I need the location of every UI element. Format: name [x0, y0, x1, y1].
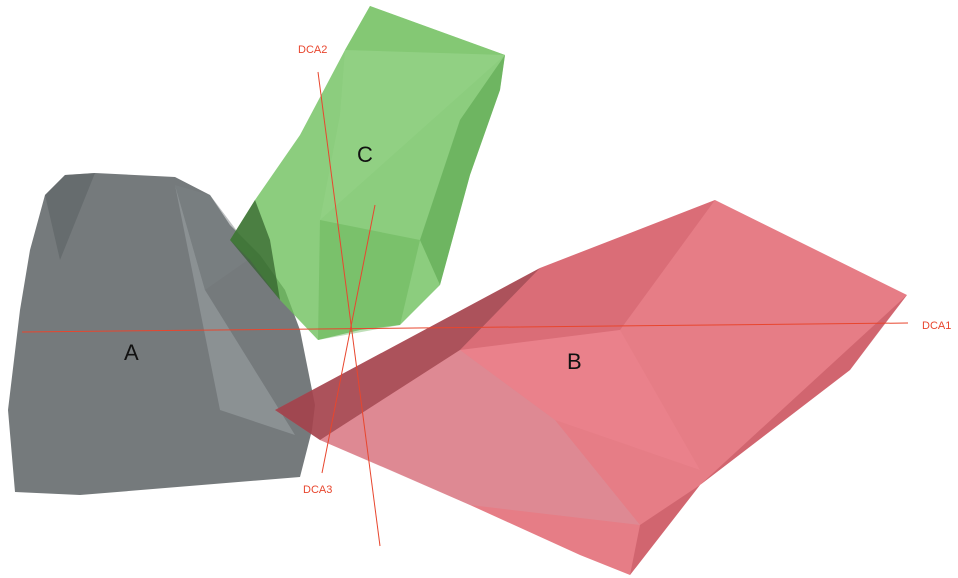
hull-label-c: C — [357, 142, 373, 167]
hull-label-a: A — [124, 340, 139, 365]
hull-b-facet-pink — [460, 330, 700, 470]
axis-dca2 — [317, 71, 381, 547]
hull-c-facet-top — [345, 6, 505, 55]
hull-b-outline — [275, 200, 907, 575]
hull-b-facet-right-shade — [630, 295, 907, 575]
hull-c-facet-inner-light — [320, 50, 505, 220]
hull-a-facet-mid — [175, 185, 255, 290]
hull-b-facet-top — [460, 200, 715, 350]
hull-b — [275, 200, 907, 575]
hull-a-facet-shade — [45, 173, 95, 260]
axes — [21, 71, 909, 547]
axis-dca3 — [321, 204, 376, 474]
hull-c-facet-right — [420, 55, 505, 285]
axis-dca1 — [21, 322, 909, 333]
hull-c-facet-left-dark — [230, 200, 280, 300]
hull-c — [230, 6, 505, 340]
hull-b-facet-light-lower — [320, 350, 640, 525]
hull-label-b: B — [567, 349, 582, 374]
hull-a — [8, 173, 315, 495]
axis-label-dca1: DCA1 — [922, 320, 951, 332]
hull-a-facet-light — [175, 185, 295, 435]
hull-c-facet-inner-mid — [318, 220, 420, 340]
axis-label-dca3: DCA3 — [303, 484, 332, 496]
hull-b-facet-dark-left — [275, 268, 540, 440]
axis-label-dca2: DCA2 — [298, 44, 327, 56]
